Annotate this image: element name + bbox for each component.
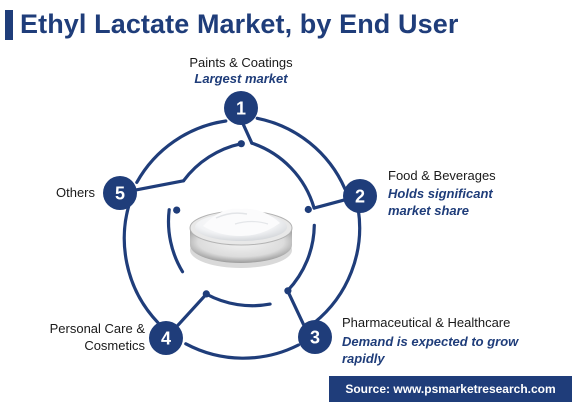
segment-2-note-line-2: market share <box>388 203 469 218</box>
marker-2: 2 <box>343 179 377 213</box>
segment-3-note-line-1: Demand is expected to grow <box>342 334 519 349</box>
arc-end-dot-3 <box>202 290 210 298</box>
powder-dish-image <box>189 208 293 268</box>
inner-arc-2 <box>286 223 316 293</box>
inner-arc-3 <box>204 292 272 308</box>
marker-3-number: 3 <box>310 328 320 348</box>
marker-4-number: 4 <box>161 329 171 349</box>
segment-1-note: Largest market <box>194 71 288 86</box>
connector-1 <box>240 120 254 145</box>
arc-end-dot-1 <box>304 205 312 214</box>
arc-end-dot-2 <box>284 287 292 295</box>
segment-2-label: Food & Beverages <box>388 168 496 183</box>
marker-3: 3 <box>298 320 332 354</box>
connector-5 <box>131 179 186 192</box>
title-accent-bar <box>5 10 13 40</box>
marker-1-number: 1 <box>236 99 246 119</box>
arc-end-dot-5 <box>237 140 245 148</box>
segment-3-label: Pharmaceutical & Healthcare <box>342 315 511 330</box>
outer-arc-3-4 <box>184 342 300 360</box>
marker-4: 4 <box>149 321 183 355</box>
segment-1-label: Paints & Coatings <box>189 55 293 70</box>
outer-arc-1-2 <box>255 116 347 191</box>
arc-end-dot-4 <box>173 206 181 214</box>
segment-5-label: Others <box>55 185 95 200</box>
source-banner: Source: www.psmarketresearch.com <box>329 376 572 402</box>
inner-arc-5 <box>181 142 243 183</box>
segment-2-note-line-1: Holds significant <box>388 186 493 201</box>
inner-arc-4 <box>166 208 185 274</box>
segment-4-label-line-1: Personal Care & <box>49 321 145 336</box>
segment-4-label-line-2: Cosmetics <box>84 338 145 353</box>
marker-2-number: 2 <box>355 187 365 207</box>
marker-1: 1 <box>224 91 258 125</box>
outer-arc-5-1 <box>135 119 228 184</box>
outer-arc-2-3 <box>312 208 362 325</box>
outer-arc-4-5 <box>122 194 160 325</box>
segment-3-note-line-2: rapidly <box>342 351 385 366</box>
marker-5: 5 <box>103 176 137 210</box>
inner-arc-1 <box>250 141 316 210</box>
page-title: Ethyl Lactate Market, by End User <box>20 9 459 39</box>
marker-5-number: 5 <box>115 184 125 204</box>
